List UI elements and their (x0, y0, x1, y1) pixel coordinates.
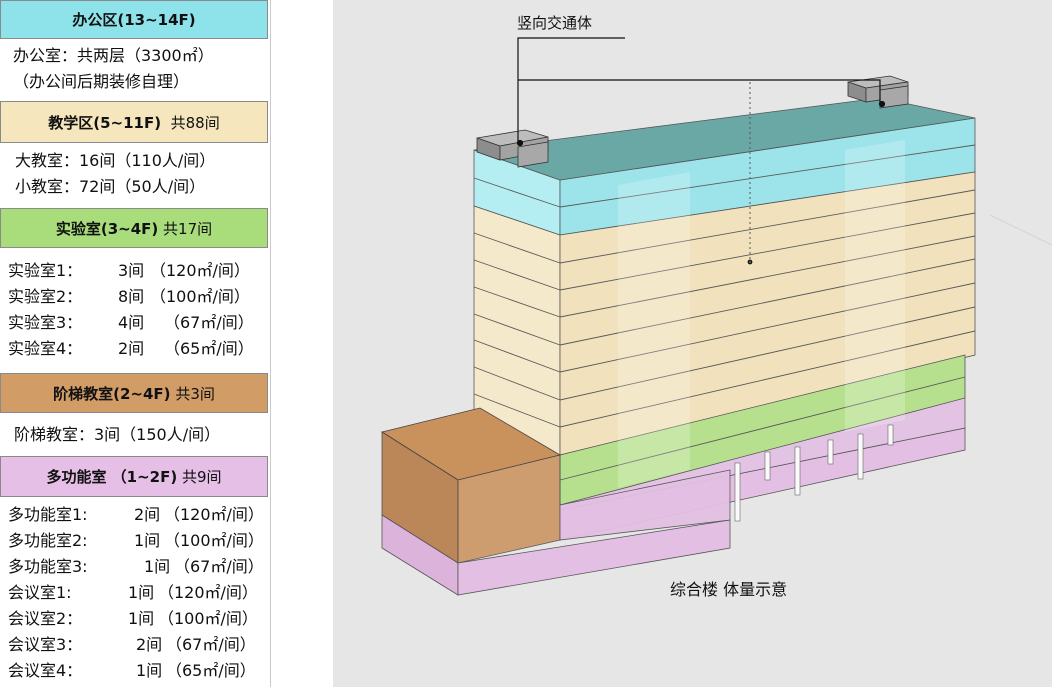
building-massing-model (380, 37, 1052, 596)
lab-row-area: （120㎡/间） (150, 261, 250, 280)
multi-row-count: 2间 (136, 635, 163, 654)
slab-front-teaching (559, 171, 976, 456)
podium-west-front-multi (457, 519, 731, 596)
office-line-text: 办公室：共两层（3300㎡） (13, 46, 214, 65)
lab-row-count: 2间 (118, 339, 145, 358)
lecture-line: 阶梯教室：3间（150人/间） (14, 422, 282, 448)
column (734, 462, 741, 522)
multi-row-name: 多功能室2: (8, 531, 88, 550)
office-zone-header: 办公区(13~14F) (0, 0, 268, 39)
office-line-text: （办公间后期装修自理） (13, 72, 190, 91)
lecture-zone-body: 阶梯教室：3间（150人/间） (0, 413, 268, 456)
lecture-zone-title: 阶梯教室(2~4F) (53, 384, 171, 403)
column (794, 446, 801, 496)
lecture-line-text: 阶梯教室：3间（150人/间） (14, 425, 221, 444)
leader-lines (516, 37, 886, 265)
lab-row-area: （100㎡/间） (150, 287, 250, 306)
multi-zone-header: 多功能室 （1~2F) 共9间 (0, 456, 268, 497)
multi-row-area: （120㎡/间） (158, 583, 258, 602)
office-line: 办公室：共两层（3300㎡） (13, 43, 281, 69)
teaching-zone-header: 教学区(5~11F) 共88间 (0, 101, 268, 143)
teaching-line-text: 大教室：16间（110人/间） (15, 151, 216, 170)
podium-west (380, 407, 731, 596)
multi-row-area: （100㎡/间） (164, 531, 264, 550)
multi-row-area: （67㎡/间） (166, 635, 256, 654)
multi-row: 多功能室2: 1间 （100㎡/间） (0, 528, 268, 554)
lab-row: 实验室1： 3间 （120㎡/间） (0, 258, 268, 284)
massing-diagram (333, 0, 1052, 687)
lecture-zone-count: 共3间 (175, 384, 215, 403)
lab-row: 实验室3： 4间 （67㎡/间） (0, 310, 268, 336)
lab-row-name: 实验室3： (8, 313, 83, 332)
multi-row: 会议室4： 1间 （65㎡/间） (0, 658, 268, 684)
multi-row-name: 多功能室1: (8, 505, 88, 524)
roof-core-west (476, 129, 549, 168)
multi-zone-title: 多功能室 （1~2F) (46, 468, 178, 486)
multi-zone-body: 多功能室1: 2间 （120㎡/间） 多功能室2: 1间 （100㎡/间） 多功… (0, 497, 268, 687)
multi-row-name: 会议室4： (8, 661, 83, 680)
lab-zone-title: 实验室(3~4F) (55, 219, 159, 238)
teaching-line: 小教室：72间（50人/间） (15, 174, 283, 200)
podium-mid-front-multi (559, 469, 731, 541)
main-slab (473, 97, 976, 506)
multi-row-count: 1间 (128, 583, 155, 602)
multi-row: 多功能室1: 2间 （120㎡/间） (0, 502, 268, 528)
slab-roof (473, 97, 976, 181)
lab-row-name: 实验室4： (8, 339, 83, 358)
teaching-line: 大教室：16间（110人/间） (15, 148, 283, 174)
column (857, 433, 864, 480)
multi-row: 会议室1: 1间 （120㎡/间） (0, 580, 268, 606)
multi-row: 会议室2： 1间 （100㎡/间） (0, 606, 268, 632)
floor-lines (473, 144, 976, 481)
vertical-transport-label: 竖向交通体 (517, 14, 593, 32)
multi-row-count: 1间 (128, 609, 155, 628)
lab-row-area: （67㎡/间） (164, 313, 254, 332)
core-ghost (618, 172, 690, 488)
teaching-zone-body: 大教室：16间（110人/间） 小教室：72间（50人/间） (0, 143, 268, 207)
multi-row-name: 会议室2： (8, 609, 83, 628)
diagram-caption: 综合楼 体量示意 (670, 580, 788, 599)
multi-row-count: 1间 (144, 557, 171, 576)
multi-row-name: 多功能室3: (8, 557, 88, 576)
core-ghost (845, 140, 905, 432)
lab-row-name: 实验室1： (8, 261, 83, 280)
lab-row-area: （65㎡/间） (164, 339, 254, 358)
lab-row: 实验室4： 2间 （65㎡/间） (0, 336, 268, 362)
program-panel: 办公区(13~14F) 办公室：共两层（3300㎡） （办公间后期装修自理） 教… (0, 0, 271, 687)
multi-row-name: 会议室1: (8, 583, 72, 602)
column (827, 439, 834, 465)
roof-core-east (847, 75, 909, 109)
teaching-line-text: 小教室：72间（50人/间） (15, 177, 206, 196)
lab-zone-body: 实验室1： 3间 （120㎡/间） 实验室2： 8间 （100㎡/间） 实验室3… (0, 248, 268, 372)
lab-row-name: 实验室2： (8, 287, 83, 306)
lecture-zone-header: 阶梯教室(2~4F) 共3间 (0, 373, 268, 413)
ground-line (989, 214, 1052, 246)
multi-zone-count: 共9间 (182, 468, 222, 486)
teaching-zone-title: 教学区(5~11F) (48, 113, 162, 132)
multi-row-area: （120㎡/间） (164, 505, 264, 524)
column (887, 424, 894, 446)
teaching-zone-count: 共88间 (170, 113, 220, 132)
multi-row-count: 2间 (134, 505, 161, 524)
office-zone-body: 办公室：共两层（3300㎡） （办公间后期装修自理） (0, 39, 268, 101)
lab-zone-count: 共17间 (163, 219, 213, 238)
lab-row-count: 3间 (118, 261, 145, 280)
multi-row-area: （67㎡/间） (174, 557, 264, 576)
multi-row-count: 1间 (134, 531, 161, 550)
lab-row-count: 4间 (118, 313, 145, 332)
multi-row-area: （100㎡/间） (158, 609, 258, 628)
office-line: （办公间后期装修自理） (13, 69, 281, 95)
lab-row-count: 8间 (118, 287, 145, 306)
multi-row-area: （65㎡/间） (166, 661, 256, 680)
multi-row-name: 会议室3： (8, 635, 83, 654)
multi-row: 会议室3： 2间 （67㎡/间） (0, 632, 268, 658)
column (764, 451, 771, 481)
multi-row: 多功能室3: 1间 （67㎡/间） (0, 554, 268, 580)
lab-row: 实验室2： 8间 （100㎡/间） (0, 284, 268, 310)
multi-row-count: 1间 (136, 661, 163, 680)
lab-zone-header: 实验室(3~4F) 共17间 (0, 208, 268, 248)
office-zone-title: 办公区(13~14F) (72, 11, 196, 29)
